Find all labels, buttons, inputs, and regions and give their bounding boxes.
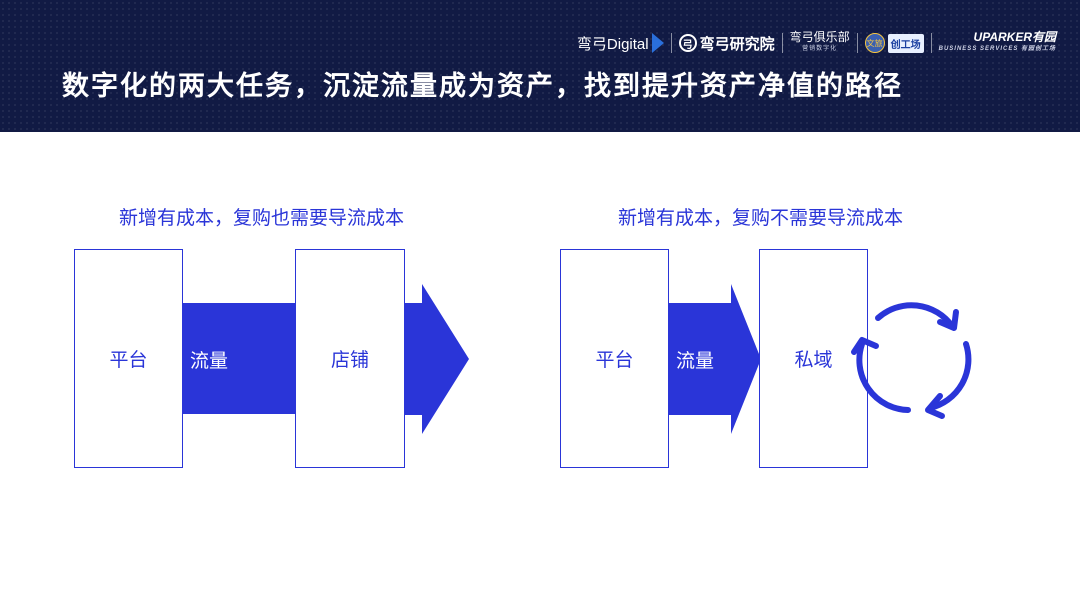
logo-club-text: 弯弓俱乐部 bbox=[789, 30, 850, 44]
header-banner: 弯弓Digital 弓 弯弓研究院 弯弓俱乐部 营销数字化 文旅 创工场 UPA… bbox=[0, 0, 1080, 132]
institute-mark-icon: 弓 bbox=[678, 34, 697, 52]
right-target-label: 私域 bbox=[794, 349, 833, 371]
left-caption: 新增有成本，复购也需要导流成本 bbox=[119, 207, 405, 229]
logo-club-sub: 营销数字化 bbox=[802, 46, 838, 52]
logo-strip: 弯弓Digital 弓 弯弓研究院 弯弓俱乐部 营销数字化 文旅 创工场 UPA… bbox=[577, 30, 1056, 56]
right-flow-arrow-icon bbox=[667, 284, 761, 434]
left-target-label: 店铺 bbox=[330, 349, 369, 371]
left-flow-label: 流量 bbox=[190, 350, 229, 372]
logo-uparker-text: UPARKER有园 bbox=[973, 30, 1056, 44]
left-target-box: 店铺 bbox=[295, 249, 405, 468]
logo-divider bbox=[930, 33, 932, 53]
play-mark-icon bbox=[651, 33, 664, 53]
right-caption: 新增有成本，复购不需要导流成本 bbox=[618, 207, 904, 229]
logo-digital-text: 弯弓Digital bbox=[576, 35, 649, 53]
left-source-box: 平台 bbox=[74, 249, 183, 468]
logo-divider bbox=[670, 33, 672, 53]
logo-club: 弯弓俱乐部 营销数字化 bbox=[790, 31, 850, 55]
logo-divider bbox=[781, 33, 783, 53]
logo-uparker-sub: BUSINESS SERVICES 有园创工场 bbox=[938, 46, 1056, 52]
right-source-box: 平台 bbox=[560, 249, 669, 468]
logo-workshop-text: 创工场 bbox=[887, 33, 924, 53]
logo-institute-text: 弯弓研究院 bbox=[699, 35, 775, 53]
logo-uparker: UPARKER有园 BUSINESS SERVICES 有园创工场 bbox=[939, 31, 1056, 55]
right-flow-label: 流量 bbox=[676, 350, 715, 372]
globe-badge-icon: 文旅 bbox=[864, 33, 885, 53]
left-flow-band bbox=[181, 303, 297, 414]
right-source-label: 平台 bbox=[595, 349, 634, 371]
left-arrow-head-icon bbox=[403, 284, 469, 434]
left-source-label: 平台 bbox=[109, 349, 148, 371]
logo-divider bbox=[856, 33, 858, 53]
logo-institute: 弓 弯弓研究院 bbox=[678, 33, 775, 54]
logo-workshop: 文旅 创工场 bbox=[864, 33, 924, 53]
logo-digital: 弯弓Digital bbox=[577, 33, 664, 54]
right-target-box: 私域 bbox=[759, 249, 868, 468]
page-title: 数字化的两大任务，沉淀流量成为资产，找到提升资产净值的路径 bbox=[62, 71, 903, 102]
refresh-cycle-icon bbox=[851, 302, 972, 419]
